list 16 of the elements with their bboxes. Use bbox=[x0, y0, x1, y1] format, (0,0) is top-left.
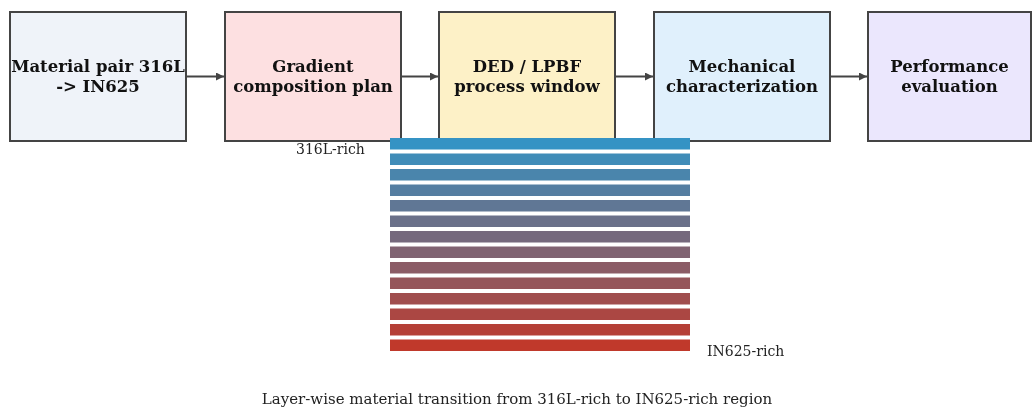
box-label: Material pair 316L -> IN625 bbox=[11, 56, 185, 97]
process-box bbox=[224, 11, 402, 142]
process-box bbox=[653, 11, 831, 142]
caption: Layer-wise material transition from 316L-rich to IN625-rich region bbox=[260, 390, 774, 408]
box-label: Performance evaluation bbox=[889, 56, 1010, 97]
arrow bbox=[186, 72, 225, 81]
arrow bbox=[615, 72, 654, 81]
box-label: Mechanical characterization bbox=[664, 56, 820, 97]
end-label: IN625-rich bbox=[707, 343, 785, 359]
process-box bbox=[867, 11, 1032, 142]
process-box bbox=[9, 11, 187, 142]
arrow bbox=[830, 72, 868, 81]
arrow bbox=[401, 72, 439, 81]
end-label: 316L-rich bbox=[296, 141, 365, 157]
box-label: Gradient composition plan bbox=[232, 56, 394, 97]
box-label: DED / LPBF process window bbox=[453, 56, 601, 97]
